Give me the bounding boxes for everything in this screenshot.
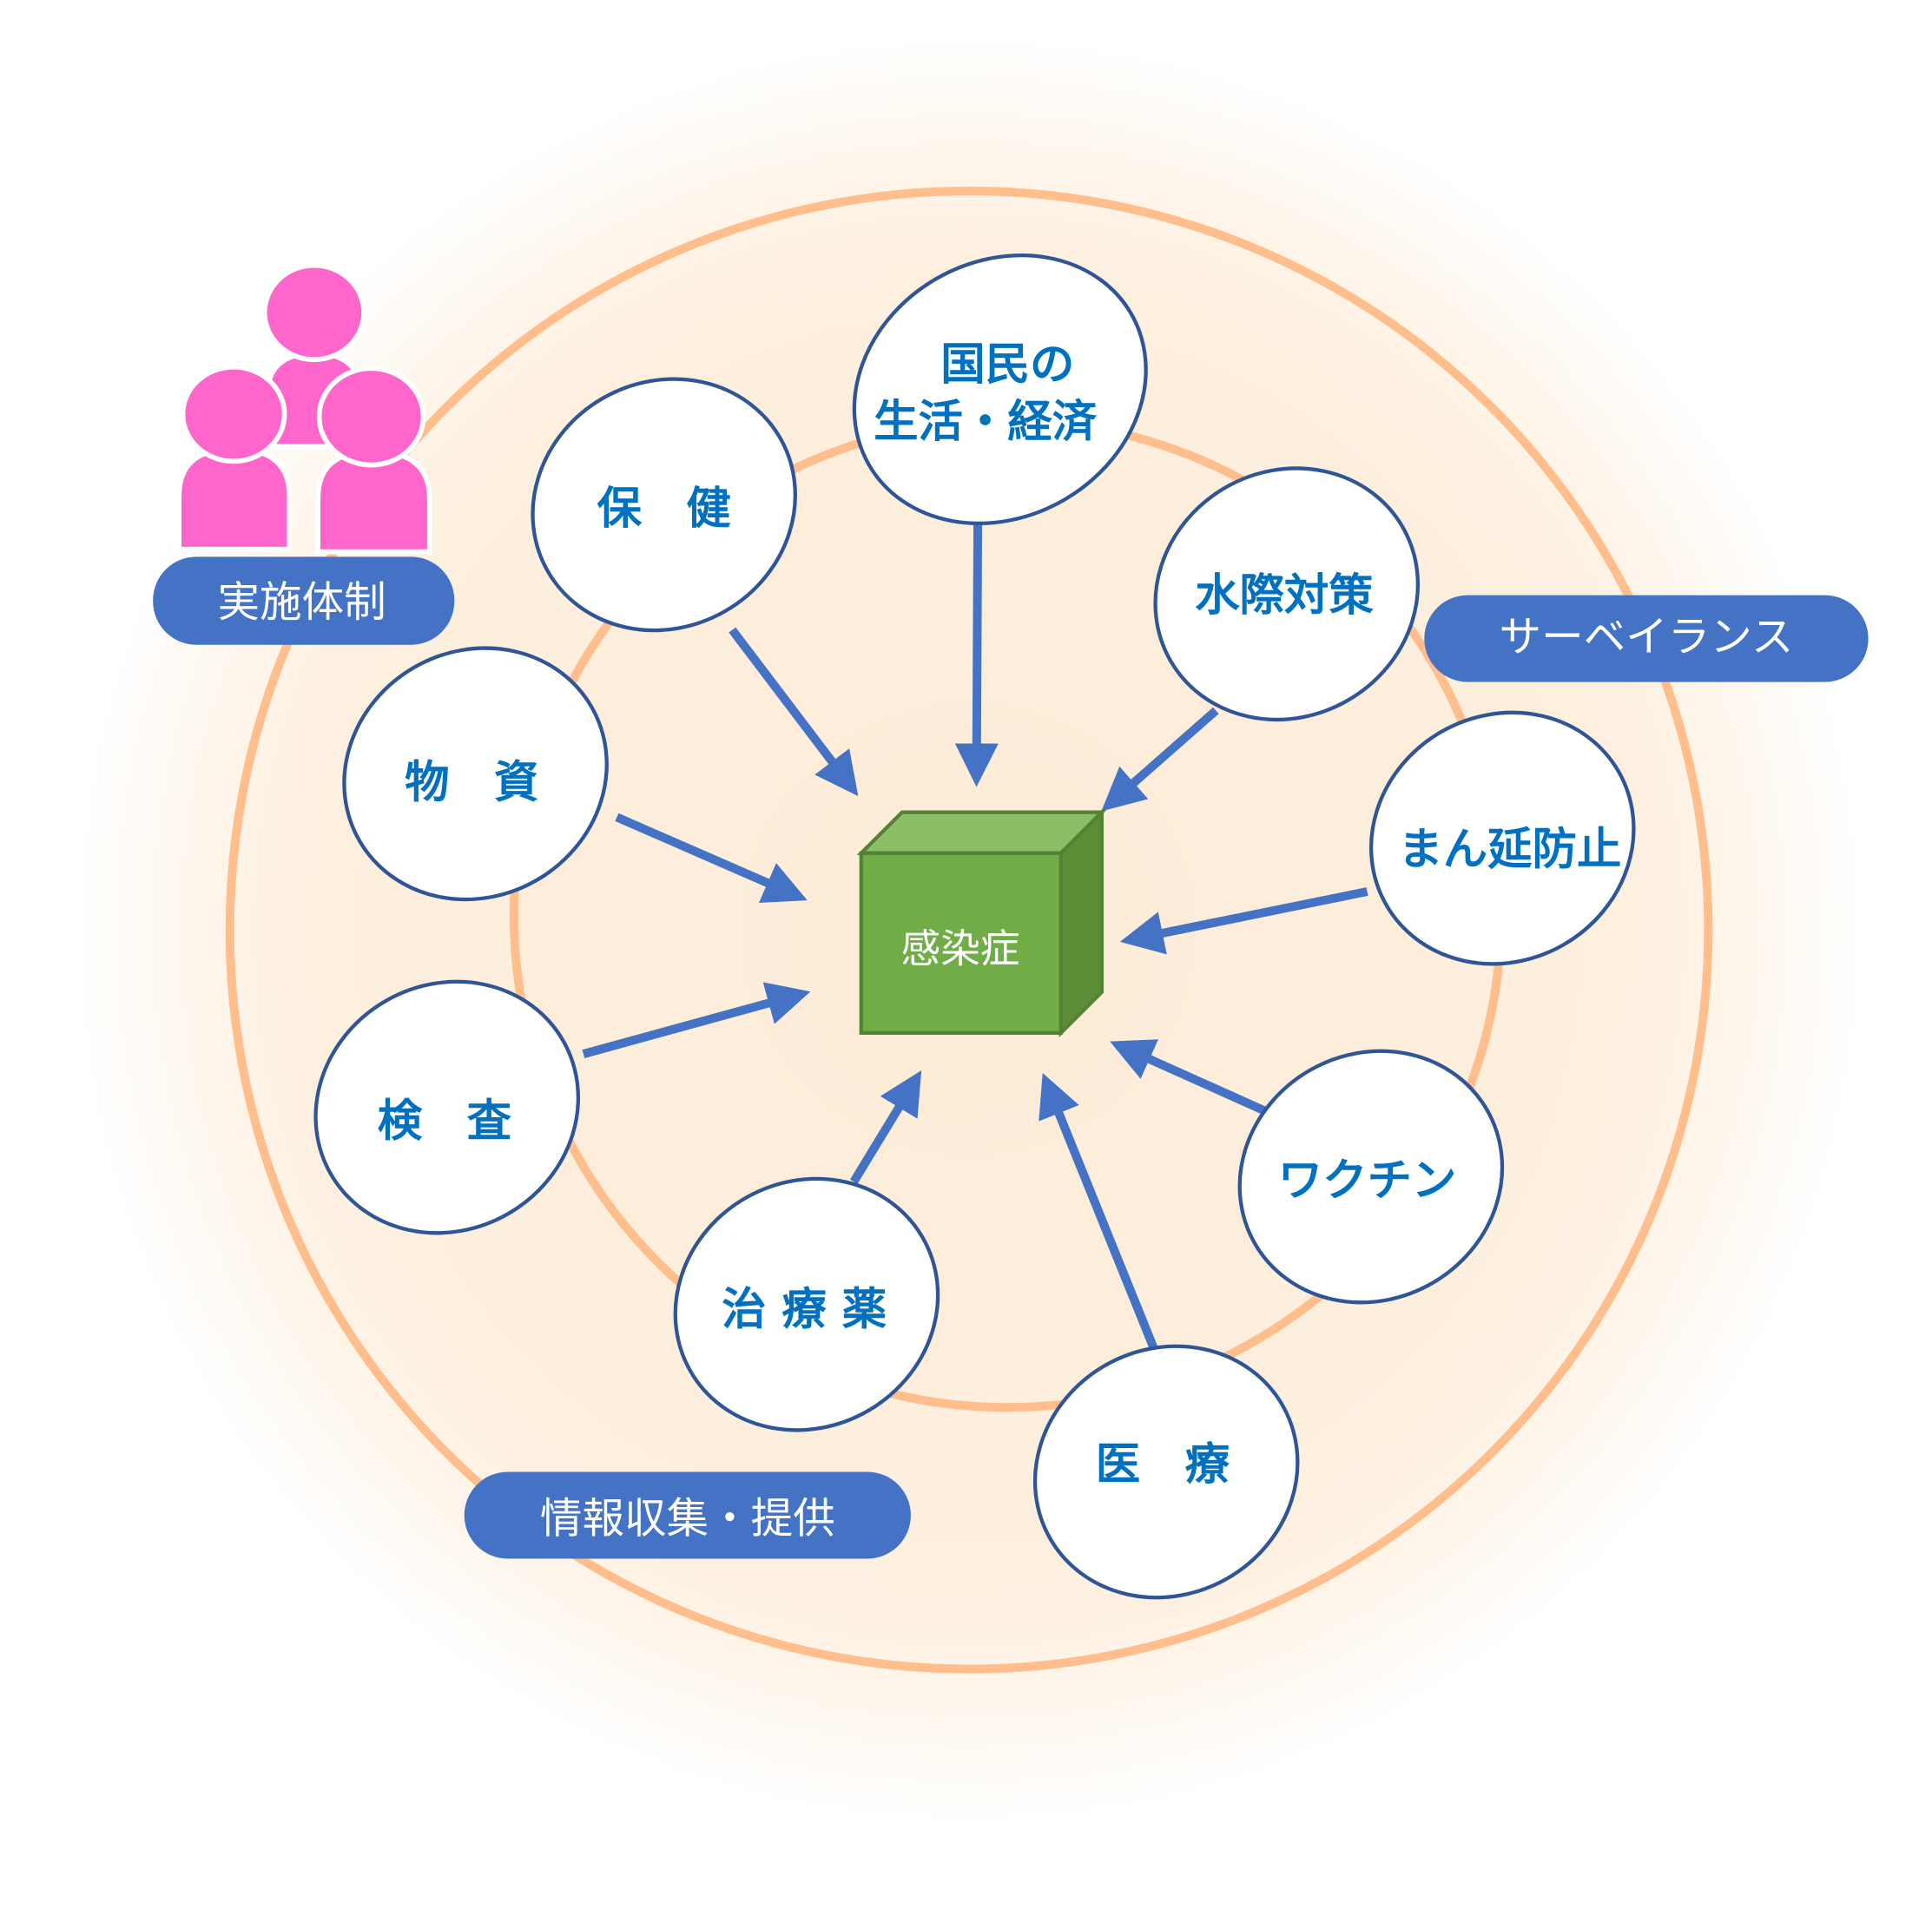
arrow-kokumin xyxy=(954,523,999,787)
arrow-iryo xyxy=(1039,1073,1159,1353)
node-hoken xyxy=(531,377,797,633)
tag-surveillance: サーベイランス xyxy=(1424,595,1869,682)
arrows xyxy=(582,523,1368,1353)
node-mizugiwa xyxy=(1153,466,1421,722)
arrow-chiryoyaku xyxy=(849,1070,922,1184)
node-manen xyxy=(1368,710,1636,966)
tag-joho: 情報収集・提供 xyxy=(464,1471,911,1559)
nodes xyxy=(313,253,1636,1600)
arrow-vaccine xyxy=(1110,1039,1270,1116)
arrow-mizugiwa xyxy=(1101,707,1219,812)
label-kensa: 検 査 xyxy=(378,1095,512,1147)
node-vaccine xyxy=(1237,1049,1505,1305)
label-chiryoyaku: 治 療 薬 xyxy=(722,1284,887,1336)
label-busshi: 物 資 xyxy=(405,756,538,808)
node-kokumin xyxy=(852,253,1148,526)
label-mizugiwa: 水際対策 xyxy=(1195,569,1374,622)
label-kokumin-2: 生活・経済 xyxy=(874,396,1098,448)
svg-text:サーベイランス: サーベイランス xyxy=(1500,613,1794,662)
label-vaccine: ワクチン xyxy=(1278,1155,1457,1207)
label-manen: まん延防止 xyxy=(1398,824,1621,876)
people-icon xyxy=(176,262,432,555)
arrow-kensa xyxy=(582,982,811,1058)
label-hoken: 保 健 xyxy=(597,483,731,535)
tag-jisshi: 実施体制 xyxy=(153,556,455,645)
arrow-busshi xyxy=(615,813,808,903)
arrow-manen xyxy=(1119,887,1368,955)
label-kokumin-1: 国民の xyxy=(940,339,1074,391)
center-cube: 感染症 xyxy=(856,807,1107,1038)
node-iryo xyxy=(1032,1344,1300,1600)
center-label: 感染症 xyxy=(901,925,1020,971)
svg-text:情報収集・提供: 情報収集・提供 xyxy=(540,1494,835,1543)
node-kensa xyxy=(313,979,581,1235)
label-iryo: 医 療 xyxy=(1096,1438,1230,1491)
node-busshi xyxy=(342,646,609,902)
node-chiryoyaku xyxy=(673,1176,940,1432)
outer-ring xyxy=(225,186,1713,1674)
svg-text:実施体制: 実施体制 xyxy=(218,578,386,627)
arrow-hoken xyxy=(729,627,859,797)
